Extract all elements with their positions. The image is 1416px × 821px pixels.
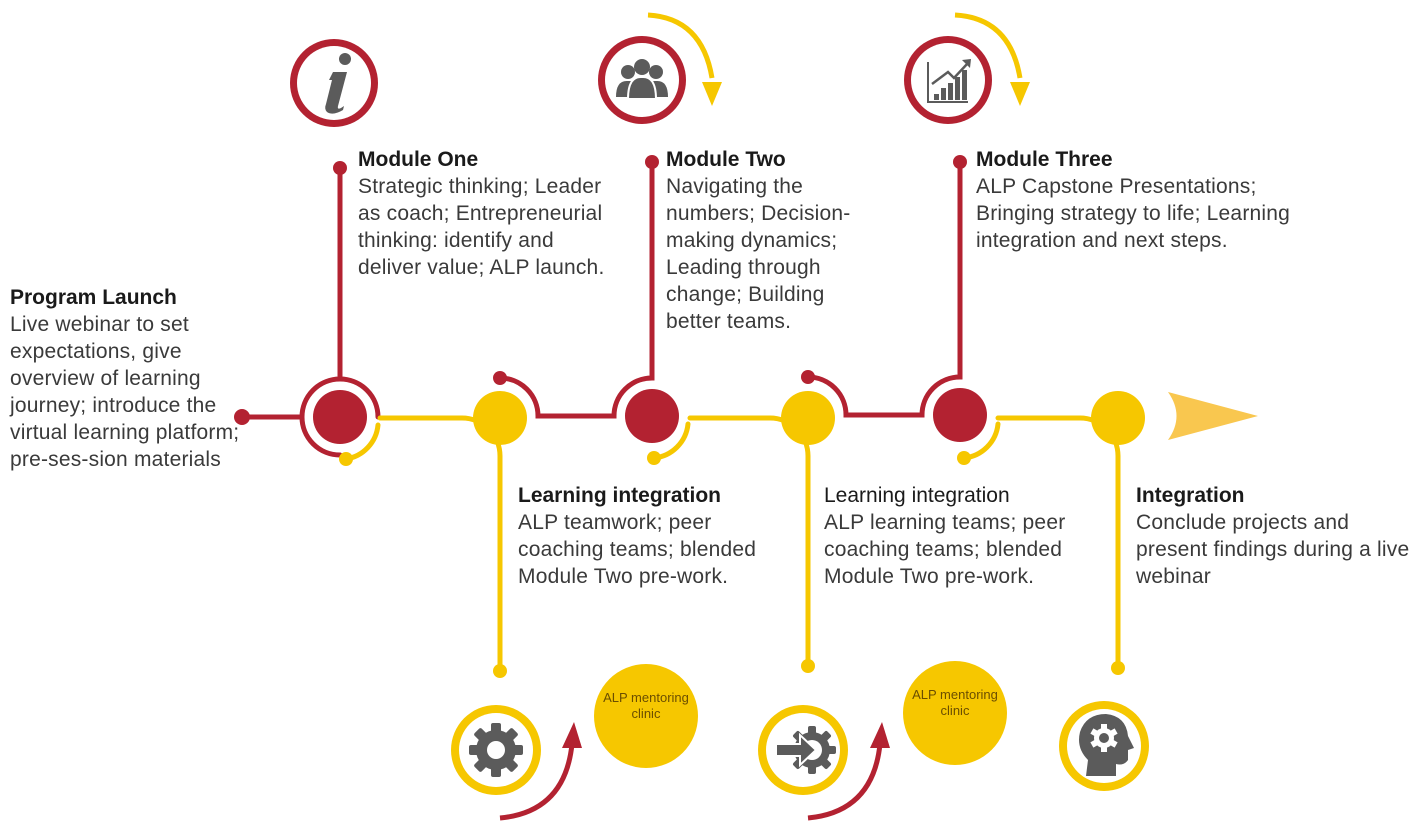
module-two-rotation-arrowhead bbox=[702, 82, 722, 106]
yellow-link-dot-1 bbox=[339, 452, 353, 466]
learning-integration-1-body: ALP teamwork; peer coaching teams; blend… bbox=[518, 511, 757, 588]
clinic-1-rotation-arrowhead bbox=[562, 722, 582, 748]
integration-stem-dot-1 bbox=[493, 664, 507, 678]
module-one-title: Module One bbox=[358, 148, 479, 171]
arrow-gear-icon bbox=[758, 705, 848, 795]
learning-integration-1-title: Learning integration bbox=[518, 484, 722, 507]
learning-integration-2-block: Learning integration ALP learning teams;… bbox=[824, 483, 1086, 590]
integration-node-3 bbox=[1091, 391, 1145, 445]
connector-dots bbox=[234, 155, 1125, 678]
end-arrow bbox=[1168, 392, 1258, 440]
program-launch-block: Program Launch Live webinar to set expec… bbox=[10, 285, 250, 473]
module-one-block: Module One Strategic thinking; Leader as… bbox=[358, 147, 616, 281]
gear-icon bbox=[451, 705, 541, 795]
module-three-node bbox=[933, 388, 987, 442]
clinic-2-rotation-arrow bbox=[807, 743, 883, 821]
integration-body: Conclude projects and present findings d… bbox=[1136, 511, 1410, 588]
module-three-stem-dot bbox=[953, 155, 967, 169]
head-gear-icon bbox=[1059, 701, 1149, 791]
integration-stem-dot-2 bbox=[801, 659, 815, 673]
clinic-1-label: ALP mentoring clinic bbox=[603, 690, 689, 721]
program-launch-body: Live webinar to set expectations, give o… bbox=[10, 313, 240, 471]
module-one-body: Strategic thinking; Leader as coach; Ent… bbox=[358, 175, 605, 279]
clinic-1-badge bbox=[594, 664, 698, 768]
module-three-rotation-arrow bbox=[954, 12, 1023, 79]
clinic-1-rotation-arrow bbox=[499, 743, 575, 821]
clinic-2-badge bbox=[903, 661, 1007, 765]
learning-integration-2-title: Learning integration bbox=[824, 484, 1010, 507]
module-three-title: Module Three bbox=[976, 148, 1113, 171]
integration-node-2 bbox=[781, 391, 835, 445]
learning-integration-2-body: ALP learning teams; peer coaching teams;… bbox=[824, 511, 1066, 588]
module-three-block: Module Three ALP Capstone Presentations;… bbox=[976, 147, 1306, 254]
integration-node-1 bbox=[473, 391, 527, 445]
integration-block: Integration Conclude projects and presen… bbox=[1136, 483, 1414, 590]
module-one-stem-dot bbox=[333, 161, 347, 175]
module-two-title: Module Two bbox=[666, 148, 786, 171]
module-two-node bbox=[625, 389, 679, 443]
start-dot bbox=[234, 409, 250, 425]
milestone-nodes bbox=[313, 388, 1145, 445]
module-two-rotation-arrow bbox=[647, 12, 715, 79]
module-three-rotation-arrowhead bbox=[1010, 82, 1030, 106]
clinic-2-rotation-arrowhead bbox=[870, 722, 890, 748]
people-group-icon bbox=[598, 36, 686, 124]
red-link-dot-1 bbox=[493, 371, 507, 385]
growth-chart-icon bbox=[904, 36, 992, 124]
clinic-2-label: ALP mentoring clinic bbox=[912, 687, 998, 718]
yellow-link-dot-3 bbox=[957, 451, 971, 465]
program-launch-title: Program Launch bbox=[10, 286, 177, 309]
learning-integration-1-block: Learning integration ALP teamwork; peer … bbox=[518, 483, 786, 590]
module-two-body: Navigating the numbers; Decision-making … bbox=[666, 175, 851, 333]
module-two-block: Module Two Navigating the numbers; Decis… bbox=[666, 147, 872, 335]
module-three-body: ALP Capstone Presentations; Bringing str… bbox=[976, 175, 1291, 252]
integration-stem-dot-3 bbox=[1111, 661, 1125, 675]
info-icon bbox=[290, 39, 378, 127]
module-two-stem-dot bbox=[645, 155, 659, 169]
red-link-dot-2 bbox=[801, 370, 815, 384]
module-one-node bbox=[313, 390, 367, 444]
integration-title: Integration bbox=[1136, 484, 1245, 507]
yellow-link-dot-2 bbox=[647, 451, 661, 465]
